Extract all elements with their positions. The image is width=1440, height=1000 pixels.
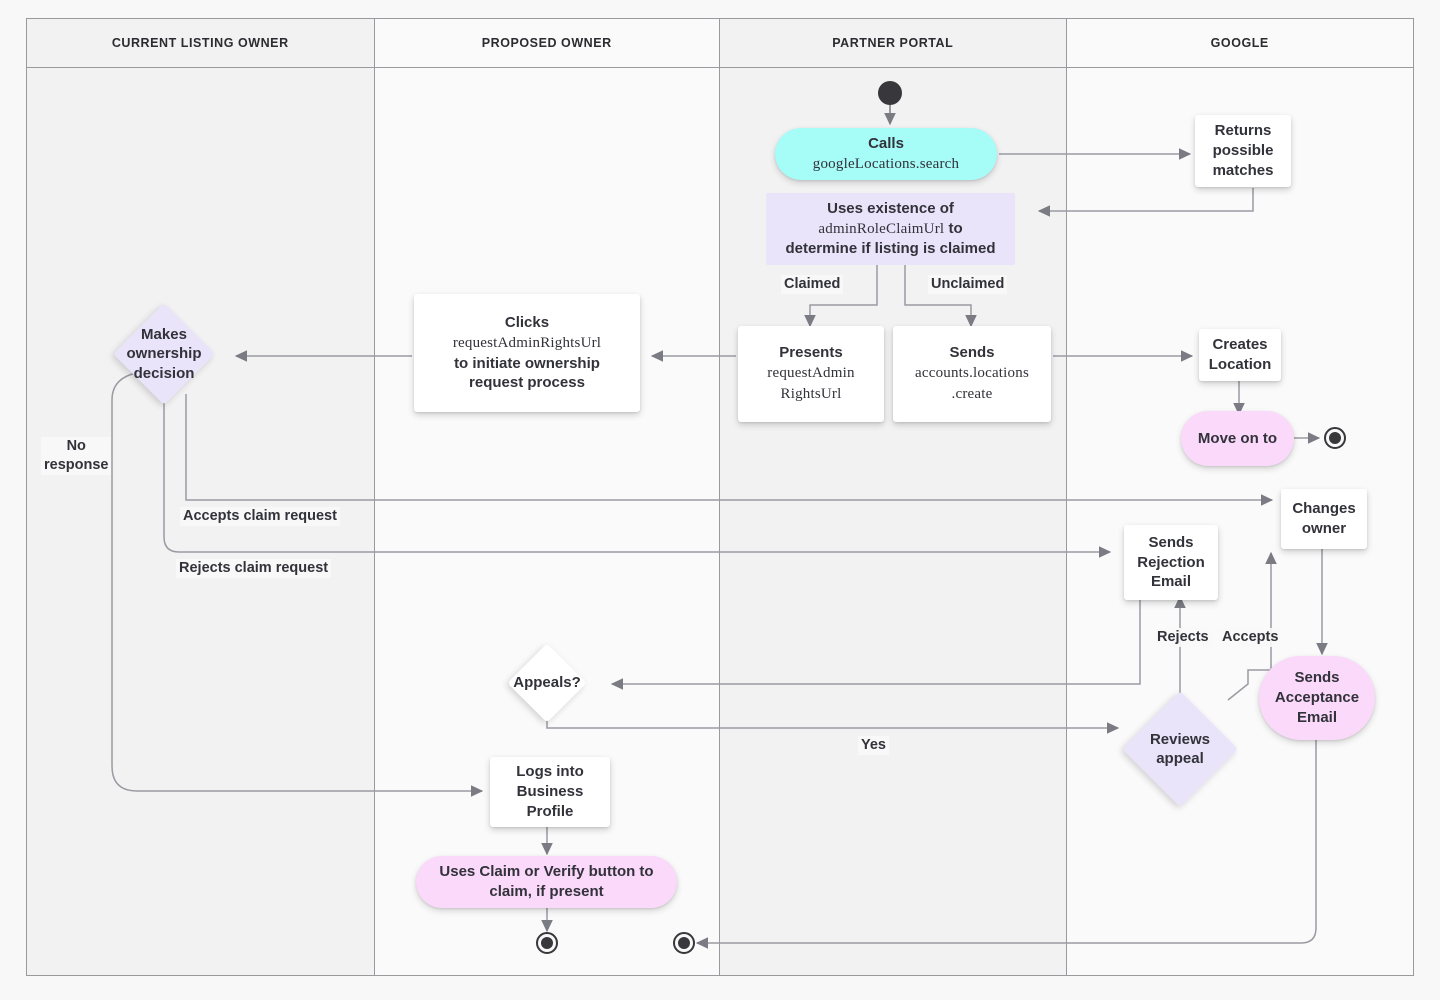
node-changes-owner[interactable]: Changes owner — [1281, 489, 1367, 549]
node-line-1: Sends — [949, 344, 995, 362]
node-line-2: googleLocations.search — [812, 155, 960, 172]
node-line-3: to initiate ownership request process — [454, 354, 600, 392]
node-label: Sends Rejection Email — [1137, 533, 1205, 591]
node-returns-possible-matches[interactable]: Returns possible matches — [1195, 115, 1291, 187]
node-sends-accounts-locations-create[interactable]: Sends accounts.locations .create — [893, 326, 1051, 422]
node-line-2: requestAdminRightsUrl — [452, 334, 602, 351]
node-label: Sends Acceptance Email — [1274, 669, 1360, 726]
node-label: Appeals? — [513, 674, 581, 692]
node-makes-ownership-decision[interactable]: Makes ownership decision — [113, 303, 215, 405]
node-creates-location[interactable]: Creates Location — [1199, 329, 1281, 381]
edge-label-yes: Yes — [858, 736, 889, 756]
node-line-1: Clicks — [504, 313, 550, 331]
end-node-proposed-owner — [536, 932, 558, 954]
edge-label-accepts-claim-request: Accepts claim request — [180, 507, 340, 527]
node-calls-googlelocations-search[interactable]: Calls googleLocations.search — [775, 128, 997, 180]
end-node-partner-portal — [673, 932, 695, 954]
swimlane-header-current-listing-owner: CURRENT LISTING OWNER — [27, 19, 374, 68]
swimlane-title: CURRENT LISTING OWNER — [111, 36, 289, 50]
swimlane-header-google: GOOGLE — [1066, 19, 1413, 68]
edge-label-unclaimed: Unclaimed — [928, 275, 1008, 295]
node-label: Changes owner — [1292, 500, 1356, 537]
node-move-on-to[interactable]: Move on to — [1181, 411, 1294, 466]
node-label: Logs into Business Profile — [516, 763, 584, 820]
node-sends-acceptance-email[interactable]: Sends Acceptance Email — [1259, 656, 1375, 740]
node-line-1: Uses existence of — [827, 199, 954, 217]
node-label: Makes ownership decision — [126, 326, 202, 382]
node-label: Creates Location — [1208, 336, 1272, 373]
node-label: Reviews appeal — [1149, 730, 1211, 767]
node-uses-claim-or-verify-button[interactable]: Uses Claim or Verify button to claim, if… — [416, 856, 677, 908]
swimlane-title: PARTNER PORTAL — [832, 36, 954, 50]
node-line-3: determine if listing is claimed — [785, 240, 996, 258]
swimlane-header-proposed-owner: PROPOSED OWNER — [374, 19, 719, 68]
swimlane-current-listing-owner: CURRENT LISTING OWNER — [27, 19, 375, 975]
node-sends-rejection-email[interactable]: Sends Rejection Email — [1124, 525, 1218, 600]
node-logs-into-business-profile[interactable]: Logs into Business Profile — [490, 757, 610, 827]
swimlane-proposed-owner: PROPOSED OWNER — [374, 19, 720, 975]
node-presents-requestadminrightsurl[interactable]: Presents requestAdmin RightsUrl — [738, 326, 884, 422]
node-label: Move on to — [1197, 429, 1278, 447]
start-node — [878, 81, 902, 105]
swimlane-title: GOOGLE — [1210, 36, 1269, 50]
node-line-2: requestAdmin RightsUrl — [767, 365, 855, 402]
node-reviews-appeal[interactable]: Reviews appeal — [1122, 691, 1238, 807]
edge-label-accepts: Accepts — [1219, 628, 1282, 648]
node-line-2: accounts.locations .create — [915, 365, 1029, 402]
node-clicks-requestadminrightsurl[interactable]: Clicks requestAdminRightsUrl to initiate… — [414, 294, 640, 412]
node-line-1: Calls — [868, 134, 904, 152]
end-node-google — [1324, 427, 1346, 449]
swimlane-title: PROPOSED OWNER — [481, 36, 612, 50]
node-uses-existence-of-adminroleclaimurl[interactable]: Uses existence of adminRoleClaimUrl to d… — [766, 193, 1015, 265]
edge-label-claimed: Claimed — [781, 275, 844, 295]
edge-label-rejects-claim-request: Rejects claim request — [176, 559, 332, 579]
node-appeals[interactable]: Appeals? — [507, 643, 587, 723]
edge-label-rejects: Rejects — [1154, 628, 1212, 648]
node-line-1: Presents — [779, 344, 843, 362]
swimlane-header-partner-portal: PARTNER PORTAL — [720, 19, 1066, 68]
edge-label-no-response: No response — [41, 437, 112, 476]
node-line-2-suffix: to — [944, 219, 963, 237]
node-label: Uses Claim or Verify button to claim, if… — [439, 863, 654, 900]
node-code: adminRoleClaimUrl — [818, 220, 945, 237]
node-label: Returns possible matches — [1212, 122, 1274, 179]
